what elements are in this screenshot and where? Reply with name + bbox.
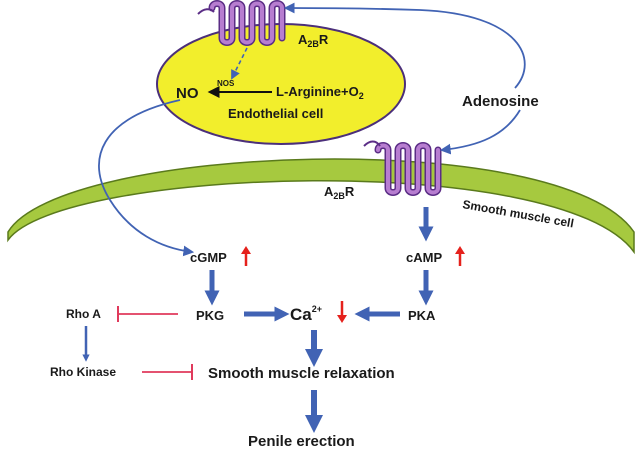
a2b-receptor-top-icon [197, 0, 286, 46]
rho-kinase-label: Rho Kinase [50, 365, 116, 379]
rho-kinase-inhibits-relaxation-line [142, 364, 193, 380]
cgmp-label: cGMP [190, 250, 227, 265]
l-arginine-label: L-Arginine+O2 [276, 84, 364, 101]
receptor-top-label: A2BR [298, 32, 329, 49]
receptor-to-nos-dashed-arrow [231, 47, 248, 80]
calcium-decrease-icon [337, 301, 347, 323]
endothelial-cell-label: Endothelial cell [228, 106, 323, 121]
calcium-label: Ca2+ [290, 304, 322, 324]
nos-label: NOS [217, 79, 235, 88]
pkg-inhibits-rho-a-line [117, 306, 178, 322]
pka-label: PKA [408, 308, 436, 323]
a2b-receptor-mid-icon [363, 140, 442, 196]
cgmp-increase-icon [241, 246, 251, 266]
camp-label: cAMP [406, 250, 442, 265]
adenosine-to-mid-receptor-arrow [439, 109, 521, 155]
penile-erection-label: Penile erection [248, 433, 355, 449]
receptor-mid-label: A2BR [324, 184, 355, 201]
no-to-cgmp-arrow [98, 99, 195, 257]
smooth-muscle-relaxation-label: Smooth muscle relaxation [208, 365, 395, 382]
rho-a-label: Rho A [66, 307, 101, 321]
adenosine-to-top-receptor-arrow [283, 2, 526, 89]
smooth-muscle-membrane [7, 158, 635, 255]
pkg-label: PKG [196, 308, 224, 323]
no-label: NO [176, 85, 199, 102]
camp-increase-icon [455, 246, 465, 266]
adenosine-label: Adenosine [462, 93, 539, 110]
